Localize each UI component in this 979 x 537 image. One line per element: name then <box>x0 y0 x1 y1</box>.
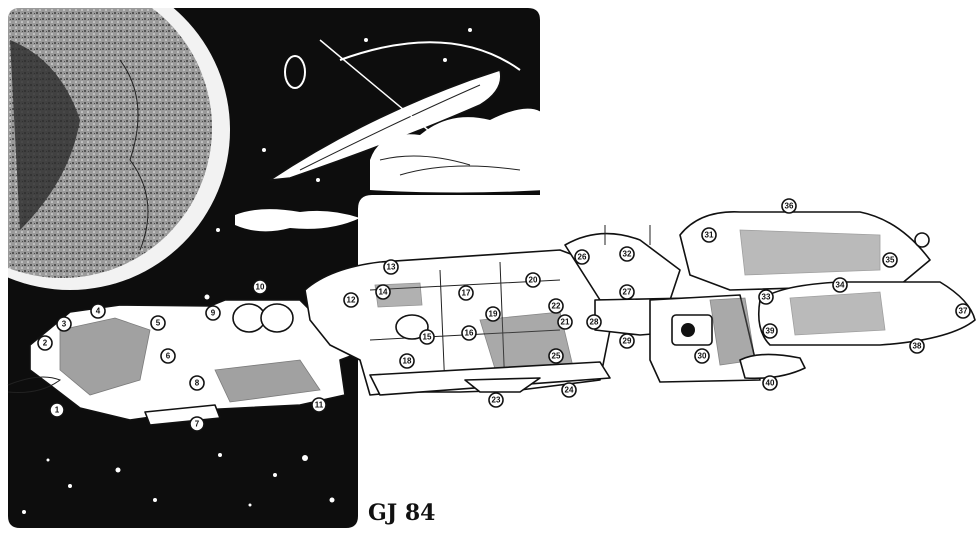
svg-text:1: 1 <box>55 406 60 415</box>
svg-text:9: 9 <box>211 309 216 318</box>
svg-text:34: 34 <box>836 281 845 290</box>
svg-text:18: 18 <box>403 357 412 366</box>
svg-text:19: 19 <box>489 310 498 319</box>
callout-18: 18 <box>399 353 415 369</box>
svg-text:31: 31 <box>705 231 714 240</box>
callout-24: 24 <box>561 382 577 398</box>
svg-text:28: 28 <box>590 318 599 327</box>
callout-28: 28 <box>586 314 602 330</box>
main-ship <box>7 211 976 426</box>
callout-19: 19 <box>485 306 501 322</box>
svg-text:13: 13 <box>387 263 396 272</box>
callout-20: 20 <box>525 272 541 288</box>
callout-16: 16 <box>461 325 477 341</box>
svg-text:21: 21 <box>561 318 570 327</box>
callout-13: 13 <box>383 259 399 275</box>
svg-text:20: 20 <box>529 276 538 285</box>
callout-37: 37 <box>955 303 971 319</box>
svg-text:30: 30 <box>698 352 707 361</box>
artist-signature: GJ 84 <box>368 500 435 526</box>
svg-text:8: 8 <box>195 379 200 388</box>
callout-32: 32 <box>619 246 635 262</box>
callout-12: 12 <box>343 292 359 308</box>
svg-text:17: 17 <box>462 289 471 298</box>
svg-text:33: 33 <box>762 293 771 302</box>
svg-text:10: 10 <box>256 283 265 292</box>
svg-text:24: 24 <box>565 386 574 395</box>
callout-2: 2 <box>37 335 53 351</box>
callout-31: 31 <box>701 227 717 243</box>
svg-text:26: 26 <box>578 253 587 262</box>
callout-9: 9 <box>205 305 221 321</box>
svg-text:7: 7 <box>195 420 200 429</box>
svg-text:23: 23 <box>492 396 501 405</box>
svg-text:16: 16 <box>465 329 474 338</box>
distant-ship <box>269 39 521 181</box>
callout-26: 26 <box>574 249 590 265</box>
callout-8: 8 <box>189 375 205 391</box>
callout-17: 17 <box>458 285 474 301</box>
svg-text:GJ 84: GJ 84 <box>368 500 435 526</box>
callout-4: 4 <box>90 303 106 319</box>
callout-14: 14 <box>375 284 391 300</box>
svg-text:38: 38 <box>913 342 922 351</box>
callout-1: 1 <box>49 402 65 418</box>
callout-21: 21 <box>557 314 573 330</box>
svg-text:11: 11 <box>315 401 324 410</box>
svg-text:40: 40 <box>766 379 775 388</box>
svg-text:14: 14 <box>379 288 388 297</box>
callout-29: 29 <box>619 333 635 349</box>
svg-text:39: 39 <box>766 327 775 336</box>
callout-3: 3 <box>56 316 72 332</box>
callout-27: 27 <box>619 284 635 300</box>
svg-text:27: 27 <box>623 288 632 297</box>
callout-39: 39 <box>762 323 778 339</box>
svg-text:6: 6 <box>166 352 171 361</box>
callout-7: 7 <box>189 416 205 432</box>
svg-text:37: 37 <box>959 307 968 316</box>
callout-6: 6 <box>160 348 176 364</box>
clouds <box>235 108 540 232</box>
callout-5: 5 <box>150 315 166 331</box>
callout-15: 15 <box>419 329 435 345</box>
svg-text:2: 2 <box>43 339 48 348</box>
callout-10: 10 <box>252 279 268 295</box>
svg-text:36: 36 <box>785 202 794 211</box>
callout-40: 40 <box>762 375 778 391</box>
callout-22: 22 <box>548 298 564 314</box>
callout-34: 34 <box>832 277 848 293</box>
svg-text:15: 15 <box>423 333 432 342</box>
planet <box>8 8 230 290</box>
svg-text:12: 12 <box>347 296 356 305</box>
svg-text:29: 29 <box>623 337 632 346</box>
svg-text:5: 5 <box>156 319 161 328</box>
callout-38: 38 <box>909 338 925 354</box>
callout-11: 11 <box>311 397 327 413</box>
svg-text:25: 25 <box>552 352 561 361</box>
svg-text:3: 3 <box>62 320 67 329</box>
callout-36: 36 <box>781 198 797 214</box>
callout-23: 23 <box>488 392 504 408</box>
svg-text:32: 32 <box>623 250 632 259</box>
callouts: 1 2 3 4 5 6 7 8 9 10 11 12 13 14 15 16 1… <box>37 198 971 432</box>
callout-33: 33 <box>758 289 774 305</box>
svg-text:35: 35 <box>886 256 895 265</box>
callout-30: 30 <box>694 348 710 364</box>
callout-35: 35 <box>882 252 898 268</box>
svg-text:22: 22 <box>552 302 561 311</box>
callout-25: 25 <box>548 348 564 364</box>
svg-text:4: 4 <box>96 307 101 316</box>
